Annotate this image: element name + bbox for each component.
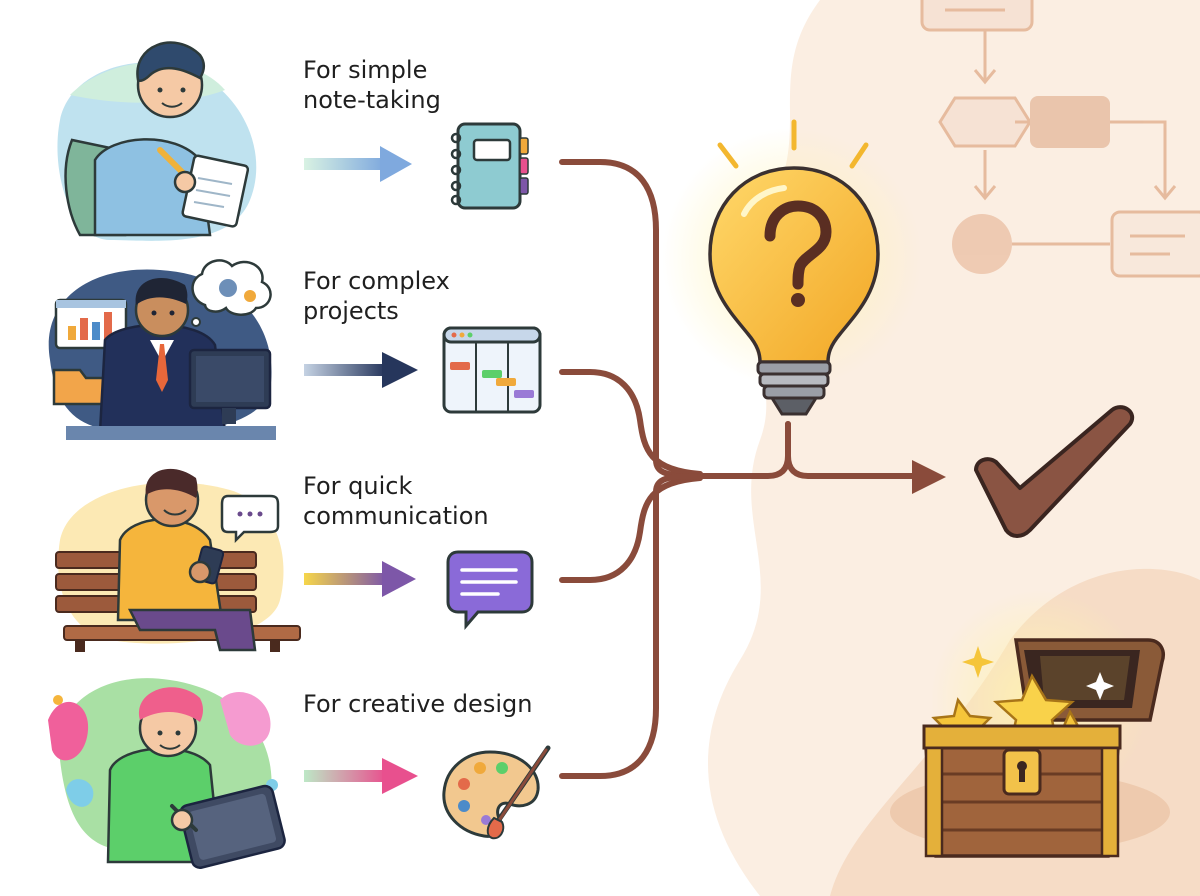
paint-palette-icon: [442, 745, 551, 840]
row-2-arrow: [304, 352, 418, 388]
chat-bubble-icon: [446, 550, 534, 631]
row-4-label: For creative design: [303, 690, 533, 718]
row-1-label: For simple note-taking: [303, 56, 441, 114]
row-3-arrow: [304, 561, 416, 597]
row-3-label: For quick communication: [303, 472, 489, 530]
designer-illustration: [48, 678, 286, 869]
treasure-chest-icon: [890, 590, 1170, 858]
connector-lines: [559, 159, 917, 779]
row-1-arrow: [304, 146, 412, 182]
bench-phone-illustration: [55, 468, 301, 652]
connector-arrowhead: [912, 460, 946, 494]
question-lightbulb-icon: [662, 119, 922, 416]
kanban-board-icon: [442, 326, 542, 414]
row-2-label: For complex projects: [303, 267, 450, 325]
checkmark-icon: [974, 405, 1134, 538]
row-4-arrow: [304, 758, 418, 794]
notebook-icon: [450, 122, 529, 210]
flowchart-illustration: [920, 0, 1200, 278]
student-illustration: [57, 41, 257, 241]
businessman-illustration: [48, 259, 276, 440]
